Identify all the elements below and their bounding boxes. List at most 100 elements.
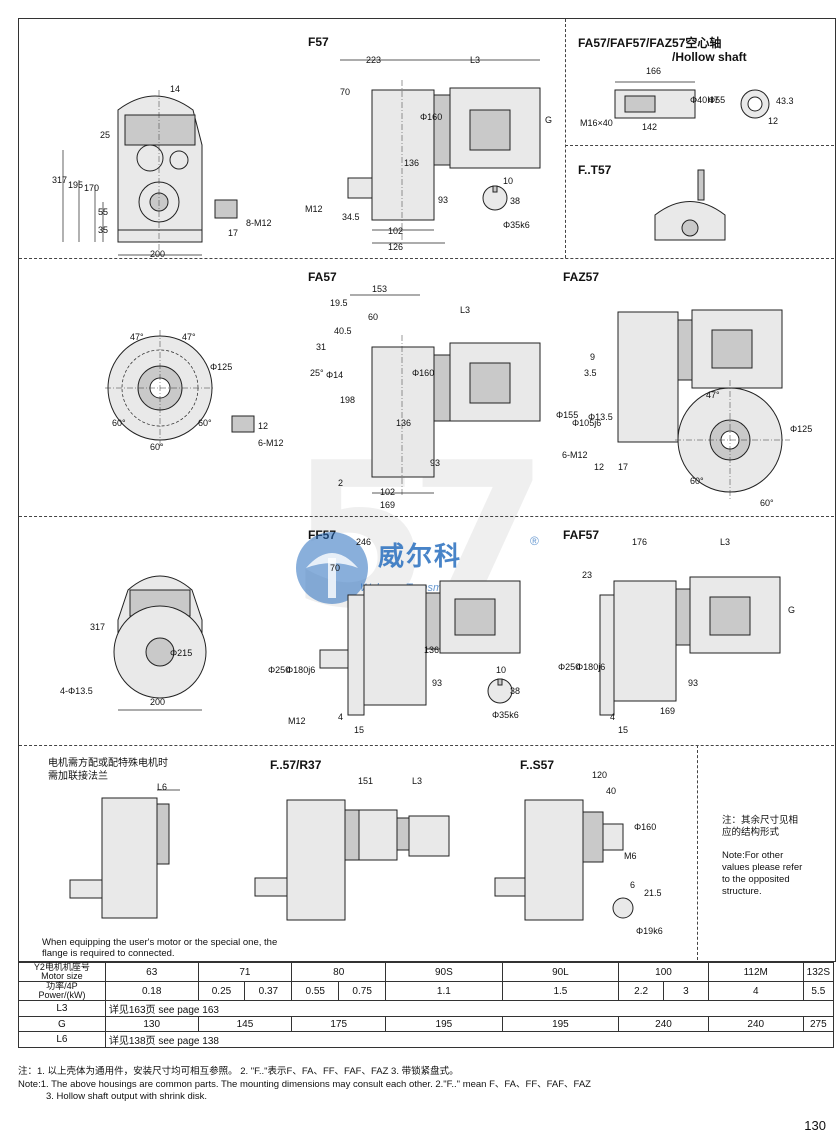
dim: Φ19k6 <box>636 926 663 936</box>
table-cell: 145 <box>197 1016 293 1032</box>
dim: 120 <box>592 770 608 780</box>
dim: 102 <box>380 487 396 497</box>
dim: 246 <box>356 537 372 547</box>
footnote-cn: 注：1. 以上壳体为通用件，安装尺寸均可相互参照。 2. "F.."表示F、FA… <box>18 1066 459 1077</box>
table-cell: 0.37 <box>244 981 293 1001</box>
dim: 195 <box>68 180 84 190</box>
dim: 10 <box>496 665 507 675</box>
table-cell: 90S <box>385 962 503 982</box>
table-cell: 详见138页 see page 138 <box>104 1031 835 1048</box>
fa57-thread-detail <box>231 415 255 433</box>
table-cell: 4 <box>707 981 804 1001</box>
dim: 142 <box>642 122 658 132</box>
separator <box>19 745 834 746</box>
brand-logo <box>296 532 368 604</box>
dim: L3 <box>720 537 731 547</box>
table-cell: 112M <box>707 962 804 982</box>
table-cell: 130 <box>104 1016 199 1032</box>
dim: 93 <box>438 195 449 205</box>
table-cell: 0.75 <box>338 981 387 1001</box>
flange-note-en: When equipping the user's motor or the s… <box>42 937 278 959</box>
table-cell: 5.5 <box>802 981 835 1001</box>
dim: Φ40H7 <box>690 95 719 105</box>
dim: 169 <box>380 500 396 510</box>
dim: 47° <box>706 390 720 400</box>
dim: 47° <box>130 332 144 342</box>
dim: 12 <box>768 116 779 126</box>
ff57-side-view <box>319 580 521 716</box>
dim: 38 <box>510 196 521 206</box>
brand-name: 威尔科 <box>378 542 463 572</box>
fr37-title: F..57/R37 <box>270 758 322 772</box>
dim: Φ13.5 <box>588 412 613 422</box>
dim: Φ35k6 <box>492 710 519 720</box>
other-note-en: Note:For other values please refer to th… <box>722 850 803 897</box>
dim: Φ55 <box>708 95 726 105</box>
separator <box>697 745 698 960</box>
dim: L3 <box>470 55 481 65</box>
table-cell: 175 <box>291 1016 387 1032</box>
footnote-en-1: Note:1. The above housings are common pa… <box>18 1079 591 1090</box>
dim: 47° <box>182 332 196 342</box>
dim: 17 <box>228 228 239 238</box>
dim: 176 <box>632 537 648 547</box>
dim: 317 <box>90 622 106 632</box>
dim: 93 <box>688 678 699 688</box>
flange-adapter-drawing <box>69 789 180 919</box>
dim: 126 <box>388 242 404 252</box>
dim: G <box>545 115 553 125</box>
dim: Φ180j6 <box>576 662 606 672</box>
ft57-title: F..T57 <box>578 163 612 177</box>
dim: 55 <box>98 207 109 217</box>
dim: 10 <box>503 176 514 186</box>
dim: M12 <box>288 716 306 726</box>
dim: 6 <box>630 880 636 890</box>
dim: 34.5 <box>342 212 360 222</box>
table-row: L3 详见163页 see page 163 <box>18 1000 835 1017</box>
dim: 4 <box>338 712 344 722</box>
dim: 3.5 <box>584 368 597 378</box>
faf57-drawing <box>599 576 781 716</box>
fa57-title: FA57 <box>308 270 337 284</box>
dim: 6-M12 <box>258 438 284 448</box>
table-cell: 240 <box>707 1016 804 1032</box>
table-cell: 详见163页 see page 163 <box>104 1000 835 1017</box>
hollow-shaft-drawing <box>614 81 770 119</box>
fr37-drawing <box>254 799 450 921</box>
row-header: L6 <box>18 1031 106 1048</box>
dim: 70 <box>340 87 351 97</box>
flange-note-cn-1: 电机需方配或配特殊电机时 <box>48 758 168 769</box>
table-cell: 2.2 <box>618 981 665 1001</box>
table-row: L6 详见138页 see page 138 <box>18 1031 835 1048</box>
separator <box>565 145 834 146</box>
table-cell: 3 <box>663 981 709 1001</box>
dim: 170 <box>84 183 100 193</box>
dim: 12 <box>258 421 269 431</box>
table-cell: 275 <box>802 1016 835 1032</box>
dim: 2 <box>338 478 344 488</box>
table-cell: 90L <box>501 962 620 982</box>
dim: 9 <box>590 352 596 362</box>
faf57-title: FAF57 <box>563 528 600 542</box>
row-header-en: Power/(kW) <box>38 990 86 1000</box>
row-header: G <box>18 1016 106 1032</box>
table-cell: 195 <box>501 1016 620 1032</box>
row-header: Y2电机机座号 <box>33 962 90 972</box>
dim: 60° <box>690 476 704 486</box>
dim: 6-M12 <box>562 450 588 460</box>
fs57-drawing <box>494 799 634 921</box>
dim: Φ215 <box>170 648 193 658</box>
table-cell: 71 <box>197 962 293 982</box>
fa57-front-view <box>105 330 215 446</box>
dim: Φ125 <box>210 362 233 372</box>
dim: 38 <box>510 686 521 696</box>
table-cell: 100 <box>618 962 709 982</box>
dim: 136 <box>396 418 412 428</box>
dim: 15 <box>618 725 629 735</box>
dim: Φ250 <box>558 662 581 672</box>
table-cell: 80 <box>291 962 387 982</box>
separator <box>19 258 834 259</box>
dim: 25° <box>310 368 324 378</box>
